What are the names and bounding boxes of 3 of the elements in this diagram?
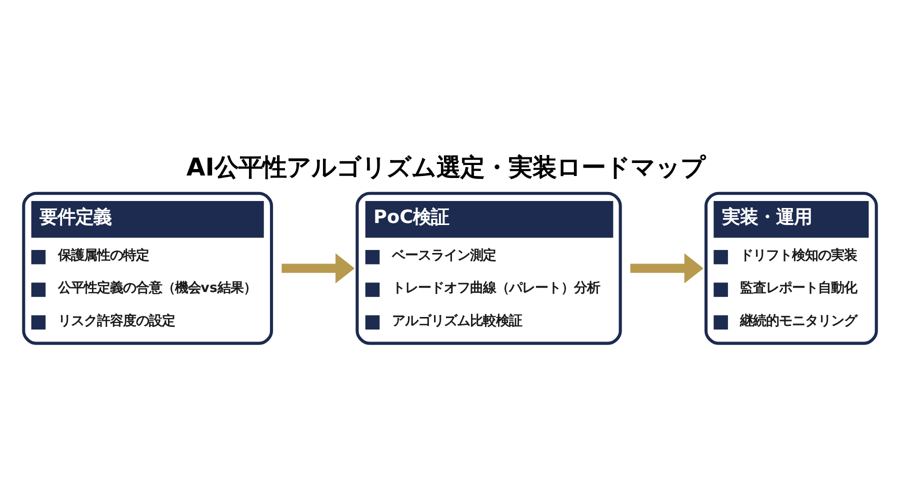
arrow [282, 253, 355, 284]
diagram-title: AI公平性アルゴリズム選定・実装ロードマップ [186, 152, 706, 182]
arrow [630, 253, 704, 284]
